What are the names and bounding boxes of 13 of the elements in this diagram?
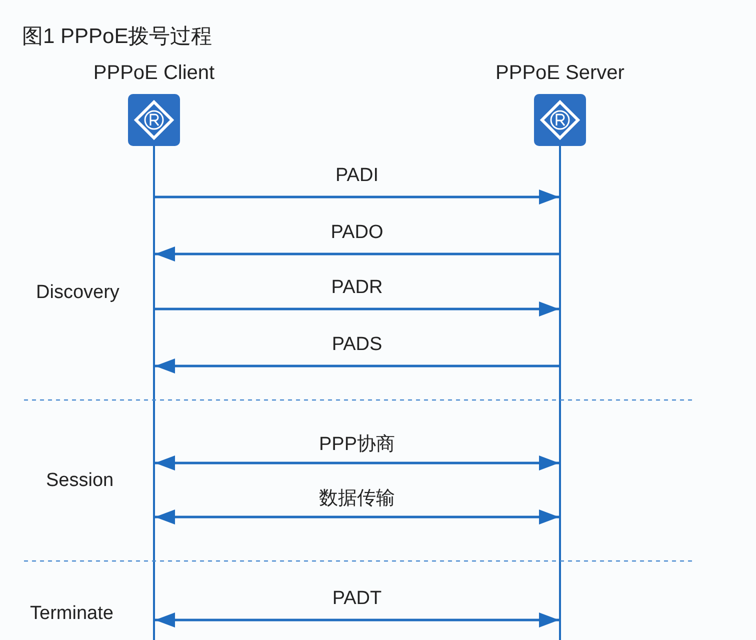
phase-label: Terminate	[30, 603, 114, 625]
phase-label: Discovery	[36, 282, 120, 304]
message-arrow	[155, 456, 559, 470]
message-arrow	[155, 358, 559, 374]
phase-label: Session	[46, 470, 114, 492]
message-arrow	[155, 302, 559, 316]
message-arrow	[155, 246, 559, 262]
message-arrow	[155, 510, 559, 524]
node-heading: PPPoE Client	[92, 62, 216, 85]
message-arrow	[155, 190, 559, 204]
message-arrow	[155, 612, 559, 628]
node-heading: PPPoE Server	[494, 62, 626, 85]
figure-title: 图1 PPPoE拨号过程	[22, 24, 212, 50]
